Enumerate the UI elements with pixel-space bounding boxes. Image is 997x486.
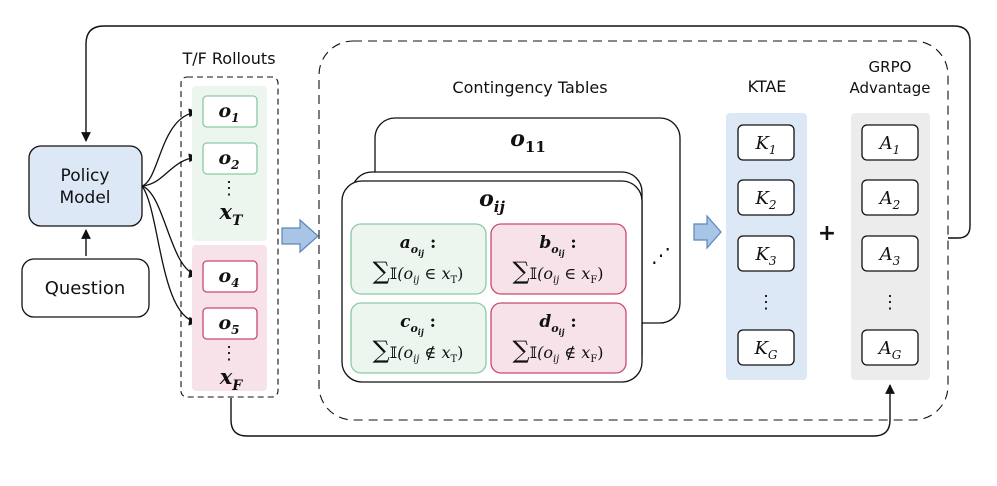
grpo-title-line1: GRPO [869, 58, 912, 76]
grpo-item-box [861, 179, 919, 216]
ktae-ellipsis: ⋮ [757, 292, 775, 313]
plus-sign: + [818, 221, 836, 246]
ktae-item-label: KG [753, 338, 777, 362]
grpo-item-G: AG [861, 329, 919, 366]
rollouts-title: T/F Rollouts [181, 49, 275, 68]
feedback-loop-arrow [81, 25, 971, 239]
grpo-item-label: A2 [878, 188, 901, 212]
false-rollout-box [202, 260, 258, 293]
false-rollout-5: o5 [202, 307, 258, 340]
cell-a-box [350, 223, 487, 295]
grpo-item-box [861, 329, 919, 366]
false-rollout-ellipsis: ⋮ [220, 343, 238, 364]
ktae-item-label: K1 [754, 133, 776, 157]
ktae-item-G: KG [737, 329, 795, 366]
true-rollout-box [202, 142, 258, 175]
question-label: Question [45, 278, 126, 299]
ktae-item-box [737, 179, 795, 216]
policy-label-line2: Model [59, 188, 110, 208]
grpo-ellipsis: ⋮ [881, 292, 899, 313]
rollouts-dashed-frame [180, 76, 279, 398]
true-rollout-1: o1 [202, 95, 258, 128]
true-rollout-box [202, 95, 258, 128]
true-rollout-ellipsis: ⋮ [220, 178, 238, 199]
false-rollout-items: o4 o5 ⋮xF [202, 260, 258, 394]
grpo-item-label: AG [877, 338, 902, 362]
cell-c: coij :∑𝕀(oij ∉ xT) [350, 302, 487, 374]
ktae-item-3: K3 [737, 235, 795, 272]
policy-label-line1: Policy [61, 166, 110, 186]
false-rollout-4: o4 [202, 260, 258, 293]
ktae-item-box [737, 124, 795, 161]
xf-to-grpo-arrow [230, 384, 895, 437]
true-rollout-label: o1 [218, 100, 239, 125]
cell-c-box [350, 302, 487, 374]
question-box [21, 258, 150, 318]
true-rollout-label: o2 [218, 147, 239, 172]
cell-a-header: aoij : [400, 233, 437, 258]
contingency-card-front-label: oij [479, 186, 505, 216]
cell-b-box [490, 223, 627, 295]
cell-c-formula: ∑𝕀(oij ∉ xT) [373, 336, 464, 365]
grpo-item-1: A1 [861, 124, 919, 161]
false-rollout-label: o4 [218, 265, 239, 290]
grpo-item-3: A3 [861, 235, 919, 272]
cell-d-box [490, 302, 627, 374]
ktae-item-box [737, 329, 795, 366]
true-set-label: xT [219, 199, 245, 229]
contingency-card-back-label: o11 [510, 126, 546, 156]
cell-d-formula: ∑𝕀(oij ∉ xF) [512, 336, 603, 365]
contingency-side-ellipsis: ⋰ [651, 243, 671, 267]
cell-b-header: boij : [539, 233, 576, 258]
cell-a-formula: ∑𝕀(oij ∈ xT) [373, 257, 464, 286]
ktae-dashed-region [318, 40, 949, 421]
ktae-item-box [737, 235, 795, 272]
false-rollout-box [202, 307, 258, 340]
grpo-item-2: A2 [861, 179, 919, 216]
cell-a: aoij :∑𝕀(oij ∈ xT) [350, 223, 487, 295]
cell-d-header: doij : [539, 312, 576, 337]
contingency-cells: aoij :∑𝕀(oij ∈ xT)boij :∑𝕀(oij ∈ xF)coij… [350, 223, 627, 374]
true-rollout-2: o2 [202, 142, 258, 175]
grpo-item-box [861, 235, 919, 272]
ktae-item-label: K3 [754, 244, 776, 268]
cell-b: boij :∑𝕀(oij ∈ xF) [490, 223, 627, 295]
cell-c-header: coij : [400, 312, 436, 337]
ktae-item-1: K1 [737, 124, 795, 161]
false-set-label: xF [219, 364, 244, 394]
policy-to-rollouts-arrows [141, 108, 198, 326]
false-rollout-label: o5 [218, 312, 239, 337]
true-rollout-items: o1 o2 ⋮xT [202, 95, 258, 229]
grpo-title-line2: Advantage [850, 79, 931, 97]
contingency-to-ktae-arrow [693, 214, 722, 250]
ktae-title: KTAE [748, 77, 787, 96]
ktae-item-2: K2 [737, 179, 795, 216]
ktae-item-label: K2 [754, 188, 776, 212]
grpo-item-box [861, 124, 919, 161]
cell-b-formula: ∑𝕀(oij ∈ xF) [512, 257, 603, 286]
contingency-title: Contingency Tables [452, 78, 607, 97]
policy-model-box [28, 145, 143, 227]
cell-d: doij :∑𝕀(oij ∉ xF) [490, 302, 627, 374]
grpo-item-label: A3 [878, 244, 901, 268]
rollouts-to-contingency-arrow [281, 218, 319, 254]
grpo-item-label: A1 [878, 133, 901, 157]
